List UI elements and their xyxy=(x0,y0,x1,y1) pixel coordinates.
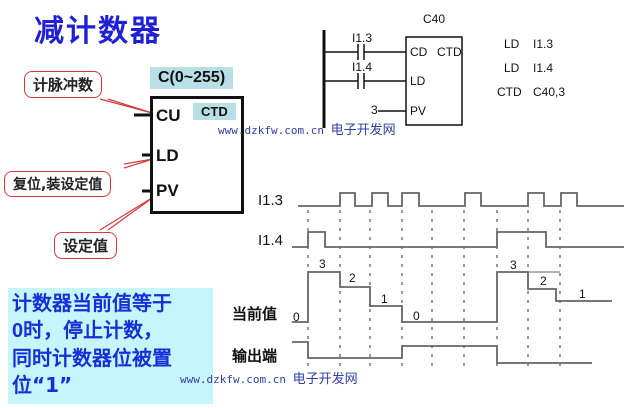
value-label: 2 xyxy=(540,274,547,288)
note-zero: 0 xyxy=(12,320,24,342)
ladder-pv-value: 3 xyxy=(371,103,378,117)
signal-label-output: 输出端 xyxy=(232,347,278,365)
callout-pulse-count: 计脉冲数 xyxy=(24,71,103,98)
note-line-2-text: 时，停止计数， xyxy=(23,318,164,342)
value-label: 2 xyxy=(349,271,356,285)
ladder-counter-name: C40 xyxy=(423,12,446,26)
watermark-url: www.dzkfw.com.cn xyxy=(180,373,286,386)
instr-arg-1: I1.3 xyxy=(533,37,554,51)
waveform-i14 xyxy=(292,231,624,248)
ladder-pin-pv: PV xyxy=(410,104,427,118)
value-label: 0 xyxy=(293,310,300,324)
waveform-current-value xyxy=(292,271,612,323)
instr-op-2: LD xyxy=(504,61,520,75)
page-title: 减计数器 xyxy=(34,14,162,49)
ladder-pin-ld: LD xyxy=(410,74,426,88)
instr-arg-2: I1.4 xyxy=(533,61,554,75)
ladder-pin-type: CTD xyxy=(437,45,462,59)
note-line-1: 计数器当前值等于 xyxy=(12,291,172,315)
waveform-i13 xyxy=(298,192,624,207)
value-label: 1 xyxy=(381,292,388,306)
watermark-name: 电子开发网 xyxy=(292,372,358,387)
note-line-4: 位“1” xyxy=(12,373,73,397)
timing-guides xyxy=(307,210,561,372)
value-label: 3 xyxy=(319,257,326,271)
note-line-2: 0时，停止计数， xyxy=(12,317,209,345)
timing-waveforms xyxy=(292,192,624,364)
ladder-contact-i14: I1.4 xyxy=(352,60,373,74)
pin-ld: LD xyxy=(156,146,179,165)
signal-label-current-value: 当前值 xyxy=(232,305,278,323)
instr-op-3: CTD xyxy=(497,85,522,99)
value-label: 0 xyxy=(413,309,420,323)
counter-range-label: C(0~255) xyxy=(150,67,234,89)
watermark-bottom: www.dzkfw.com.cn 电子开发网 xyxy=(180,368,358,387)
value-label: 1 xyxy=(579,287,586,301)
signal-label-i14: I1.4 xyxy=(258,232,284,249)
watermark-top: www.dzkfw.com.cn 电子开发网 xyxy=(218,119,396,138)
note-box: 计数器当前值等于 0时，停止计数， 同时计数器位被置 位“1” xyxy=(8,288,213,404)
ladder-pin-cd: CD xyxy=(410,45,428,59)
ladder-contact-i13: I1.3 xyxy=(352,31,373,45)
callout-pointers xyxy=(99,98,156,231)
instr-arg-3: C40,3 xyxy=(533,85,566,99)
callout-reset-preset: 复位,装设定值 xyxy=(4,171,112,197)
watermark-url: www.dzkfw.com.cn xyxy=(218,124,324,137)
signal-label-i13: I1.3 xyxy=(258,192,284,209)
value-label: 3 xyxy=(510,258,517,272)
pin-cu: CU xyxy=(156,106,181,125)
waveform-output xyxy=(292,341,592,364)
pin-pv: PV xyxy=(156,181,179,200)
counter-type-label: CTD xyxy=(193,103,236,120)
instr-op-1: LD xyxy=(504,37,520,51)
note-line-3: 同时计数器位被置 xyxy=(12,346,172,370)
callout-preset-value: 设定值 xyxy=(54,232,118,259)
ladder-diagram xyxy=(322,30,463,128)
watermark-name: 电子开发网 xyxy=(330,123,396,138)
pin-stubs xyxy=(134,113,150,193)
